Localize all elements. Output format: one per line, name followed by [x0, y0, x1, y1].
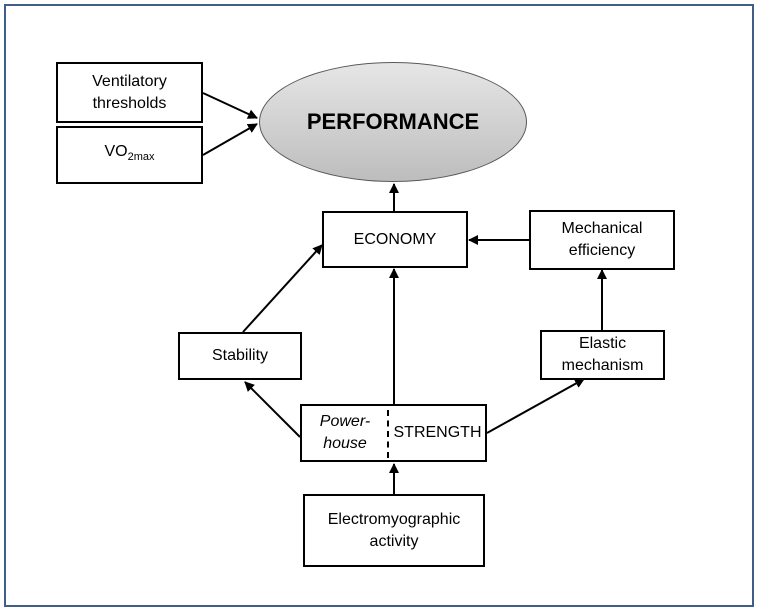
- stability-node: Stability: [178, 332, 302, 380]
- arrow-ventilatory-to-performance: [202, 92, 258, 119]
- strength-cell: STRENGTH: [390, 406, 485, 460]
- vo2max-main: VO: [104, 143, 128, 161]
- arrow-powerhouse-to-stability: [244, 381, 301, 438]
- arrow-stability-to-economy: [242, 244, 323, 333]
- powerhouse-label: Power-house: [319, 413, 371, 452]
- vo2max-node: VO2max: [56, 126, 203, 184]
- ventilatory-thresholds-label: Ventilatory thresholds: [92, 72, 167, 112]
- performance-node: PERFORMANCE: [259, 62, 527, 182]
- vo2max-label: VO2max: [104, 141, 154, 168]
- performance-label: PERFORMANCE: [306, 109, 480, 134]
- powerhouse-cell: Power-house: [302, 406, 388, 460]
- vo2max-subscript: 2max: [127, 151, 155, 164]
- dashed-divider: [387, 410, 389, 458]
- elastic-mechanism-node: Elastic mechanism: [540, 330, 665, 380]
- powerhouse-strength-node: Power-house STRENGTH: [300, 404, 487, 462]
- elastic-mechanism-label: Elastic mechanism: [561, 335, 644, 374]
- electromyographic-activity-node: Electromyographic activity: [303, 494, 485, 567]
- strength-label: STRENGTH: [393, 424, 482, 441]
- stability-label: Stability: [211, 347, 269, 364]
- arrow-vo2max-to-performance: [202, 123, 258, 156]
- economy-label: ECONOMY: [353, 230, 437, 248]
- electromyographic-activity-label: Electromyographic activity: [327, 510, 461, 550]
- ventilatory-thresholds-node: Ventilatory thresholds: [56, 62, 203, 123]
- mechanical-efficiency-label: Mechanical efficiency: [561, 220, 643, 259]
- mechanical-efficiency-node: Mechanical efficiency: [529, 210, 675, 270]
- arrow-strength-to-elastic: [486, 378, 585, 434]
- economy-node: ECONOMY: [322, 211, 468, 268]
